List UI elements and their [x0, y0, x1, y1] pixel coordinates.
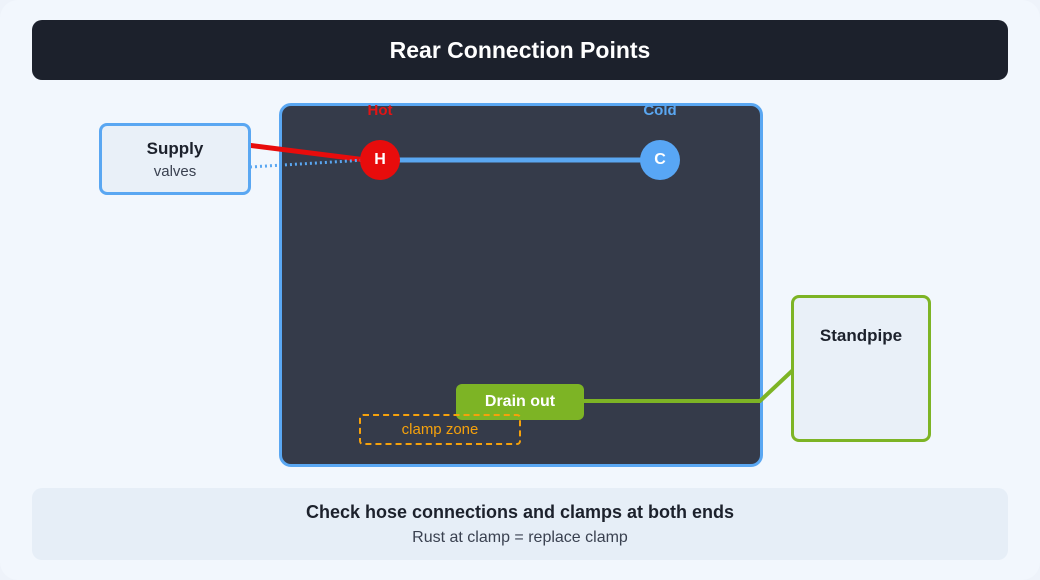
header-bar: Rear Connection Points [32, 20, 1008, 80]
cold-port-letter: C [654, 151, 666, 168]
supply-title: Supply [146, 138, 204, 158]
footer-subtitle: Rust at clamp = replace clamp [412, 528, 628, 546]
standpipe-title: Standpipe [819, 326, 903, 345]
hot-label: Hot [367, 102, 393, 119]
hot-supply-hose [246, 142, 367, 163]
footer-title: Check hose connections and clamps at bot… [305, 501, 735, 522]
drain-out-text: Drain out [484, 393, 556, 410]
cold-label: Cold [643, 102, 677, 119]
supply-subtitle: valves [153, 162, 197, 180]
hot-inlet-port: H [360, 140, 400, 180]
clamp-zone: clamp zone [359, 414, 521, 445]
supply-valves-box: Supply valves [99, 123, 251, 195]
cold-supply-hose [249, 158, 367, 169]
standpipe-box: Standpipe [791, 295, 931, 442]
cold-inlet-port: C [640, 140, 680, 180]
page-title: Rear Connection Points [389, 36, 651, 63]
clamp-zone-label: clamp zone [401, 421, 479, 438]
drain-hose [584, 368, 795, 403]
hot-port-letter: H [374, 151, 386, 168]
footer-note: Check hose connections and clamps at bot… [32, 488, 1008, 560]
